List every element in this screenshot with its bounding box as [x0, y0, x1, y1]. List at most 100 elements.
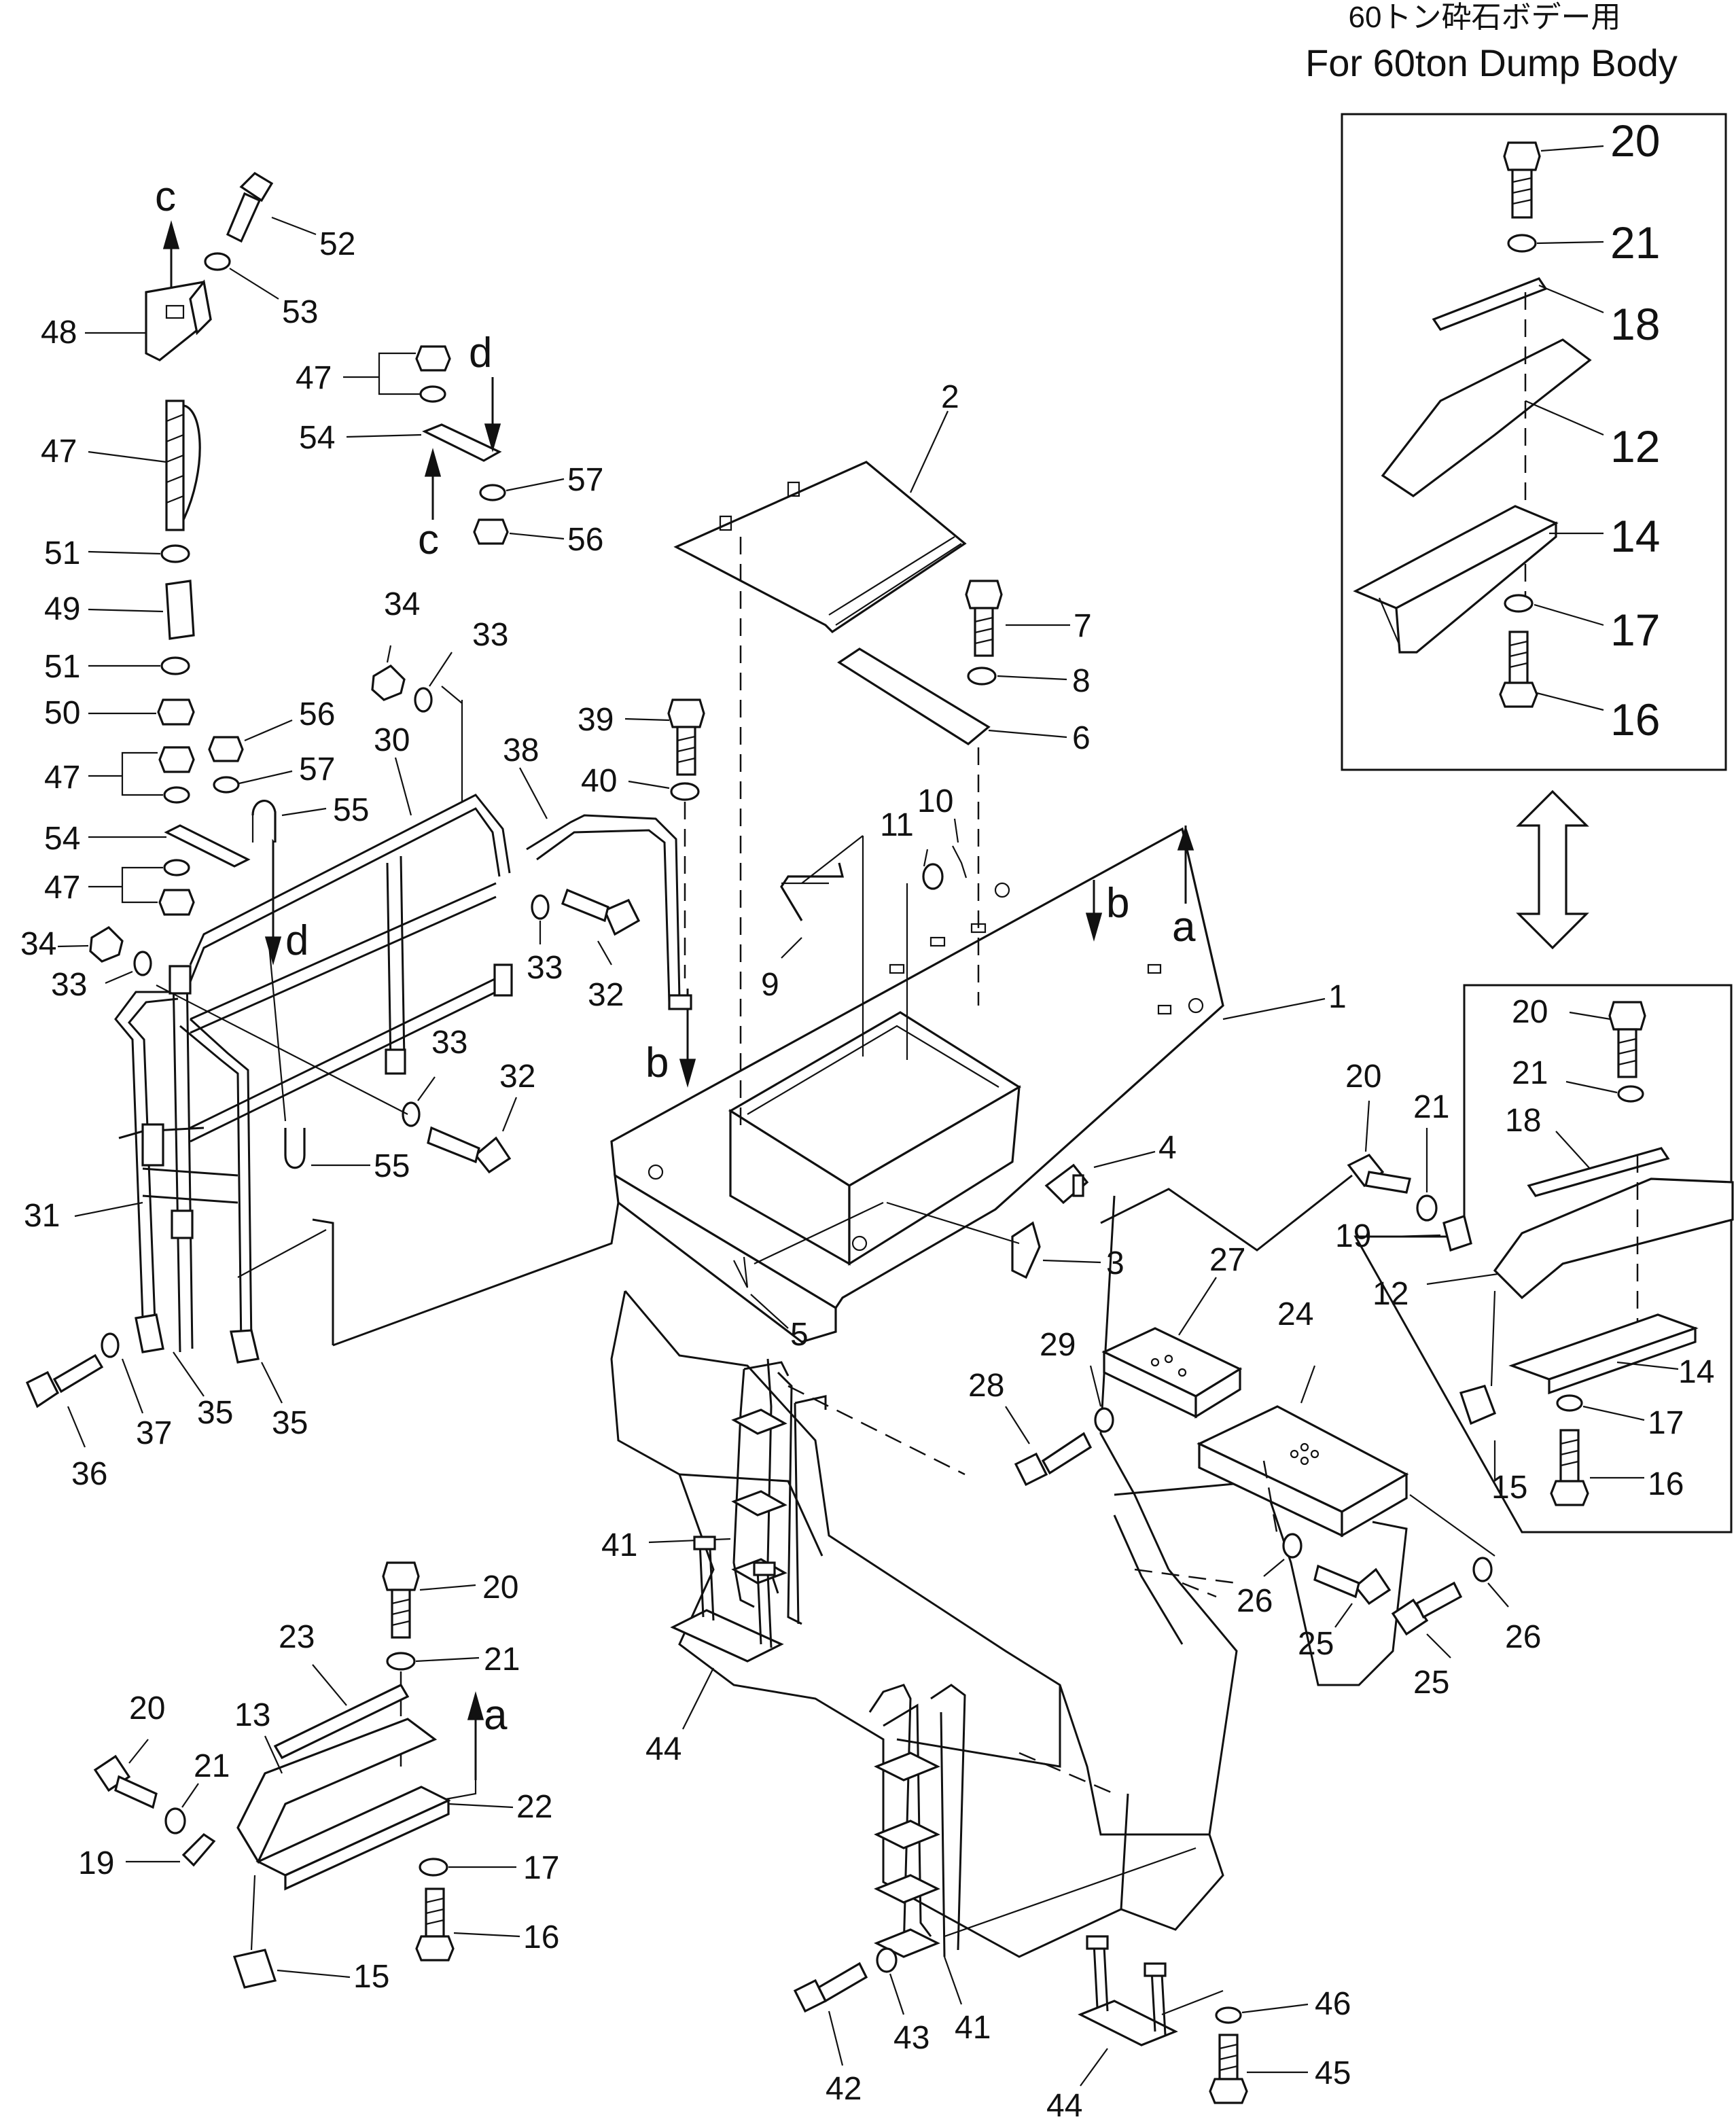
washer-8 [967, 667, 997, 686]
bolt-42 [793, 1962, 868, 2013]
clamp-35-a [135, 1313, 164, 1353]
bottom-foot-15 [232, 1949, 277, 1989]
arrow-label-b-upper: b [1106, 880, 1129, 927]
label-46: 46 [1315, 1986, 1351, 2022]
washer-57-mid [479, 484, 506, 501]
label-32-lower: 32 [499, 1059, 535, 1095]
label-24: 24 [1277, 1296, 1313, 1332]
bottom-outer-washer-21 [164, 1807, 186, 1834]
washer-40 [670, 782, 700, 801]
label-21-bottom-outer: 21 [194, 1748, 230, 1784]
right-washer-21 [1617, 1085, 1644, 1103]
handle-9 [780, 862, 845, 921]
right-washer-17 [1556, 1394, 1583, 1412]
label-16-bottom: 16 [523, 1919, 559, 1955]
label-4: 4 [1158, 1130, 1177, 1166]
label-33-upper: 33 [472, 617, 508, 653]
label-33-mid: 33 [527, 950, 563, 986]
label-14-right: 14 [1678, 1354, 1714, 1390]
label-57-mid: 57 [567, 462, 603, 498]
label-3: 3 [1106, 1245, 1124, 1281]
part-19-right [1442, 1214, 1472, 1252]
label-52: 52 [319, 226, 355, 262]
box-27 [1101, 1327, 1243, 1419]
label-55-lower: 55 [374, 1148, 410, 1184]
label-1: 1 [1328, 979, 1347, 1015]
bolt-28 [1014, 1432, 1093, 1487]
right-outer-washer-21 [1416, 1194, 1438, 1222]
washer-57-left [213, 776, 240, 794]
label-45: 45 [1315, 2055, 1351, 2091]
right-bolt-20 [1608, 1001, 1646, 1078]
label-9: 9 [761, 967, 779, 1003]
washer-43 [876, 1947, 898, 1973]
nut-34-upper [371, 664, 406, 701]
arrow-label-a-lower: a [484, 1692, 508, 1739]
label-43: 43 [893, 2020, 929, 2056]
label-41-lower: 41 [955, 2010, 991, 2046]
bolt-7 [965, 580, 1003, 657]
clip-10 [952, 845, 968, 879]
label-47-lamp: 47 [41, 433, 77, 469]
bottom-washer-17 [419, 1858, 448, 1877]
label-39: 39 [578, 702, 614, 738]
label-13: 13 [234, 1697, 270, 1733]
label-6: 6 [1072, 720, 1091, 756]
nut-50 [157, 698, 195, 726]
main-body-frame [312, 827, 1408, 1958]
inset-label-21: 21 [1610, 217, 1660, 268]
plate-54-mid [422, 423, 502, 462]
label-54-left: 54 [44, 821, 80, 857]
right-outer-bolt-20 [1347, 1153, 1411, 1194]
inset-label-20: 20 [1610, 116, 1660, 166]
washer-51-lower [160, 656, 190, 675]
label-26-right: 26 [1505, 1619, 1541, 1655]
bottom-part-19 [181, 1832, 216, 1867]
nut-56-left [208, 736, 244, 762]
label-47-d: 47 [296, 360, 332, 396]
title-english: For 60ton Dump Body [1305, 41, 1678, 84]
u-bolt-55-lower [284, 1128, 306, 1169]
label-21-bottom: 21 [484, 1642, 520, 1678]
label-20-right-outer: 20 [1345, 1059, 1381, 1095]
label-47-c: 47 [44, 870, 80, 906]
nut-34-left [89, 925, 124, 963]
inset-plate-18 [1432, 277, 1548, 331]
nut-56-mid [473, 518, 509, 545]
bottom-washer-21 [386, 1652, 416, 1671]
bolt-32-upper [561, 888, 641, 936]
label-21-right-outer: 21 [1413, 1089, 1449, 1125]
label-21-right: 21 [1512, 1055, 1548, 1091]
pin-5 [733, 1256, 749, 1288]
right-plate-18 [1527, 1147, 1670, 1197]
bottom-bolt-20 [382, 1561, 420, 1639]
label-5: 5 [790, 1317, 809, 1353]
nut-47-a [158, 746, 195, 804]
washer-46 [1215, 2006, 1242, 2024]
inset-label-16: 16 [1610, 694, 1660, 745]
label-20-bottom-outer: 20 [129, 1690, 165, 1726]
title-japanese: 60トン砕石ボデー用 [1349, 1, 1621, 34]
label-42: 42 [826, 2071, 862, 2107]
bolt-25-right [1391, 1581, 1463, 1636]
label-30: 30 [374, 722, 410, 758]
label-10: 10 [917, 783, 953, 819]
step-44-lower [1078, 1935, 1224, 2046]
inset-angle-14 [1353, 505, 1559, 654]
label-48: 48 [41, 315, 77, 351]
nut-47-d [415, 345, 451, 403]
label-34-left: 34 [20, 926, 56, 962]
inset-bolt-20 [1503, 141, 1604, 219]
label-33-lower: 33 [431, 1025, 467, 1061]
u-bolt-55-upper [251, 799, 277, 843]
clip-3 [1011, 1221, 1041, 1279]
bolt-36 [25, 1353, 104, 1408]
label-35-a: 35 [197, 1395, 233, 1431]
arrow-label-d-lower: d [285, 917, 308, 964]
label-57-left: 57 [299, 751, 335, 787]
label-15-bottom: 15 [353, 1959, 389, 1995]
bolt-4 [1044, 1163, 1089, 1205]
bolt-32-lower [427, 1126, 512, 1174]
